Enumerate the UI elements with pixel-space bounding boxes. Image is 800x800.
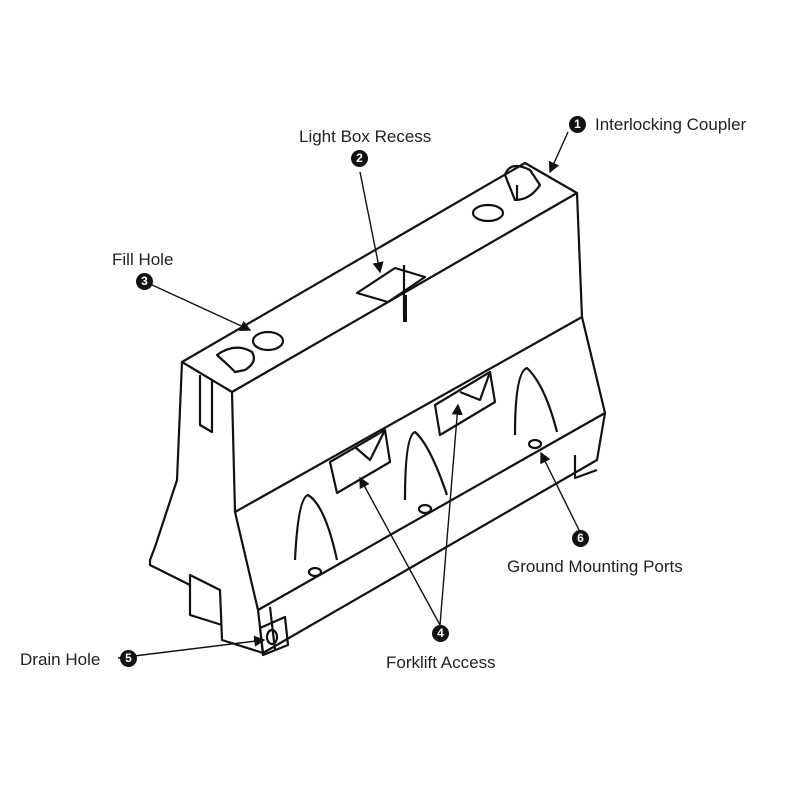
label-ground-mounting-ports: Ground Mounting Ports (507, 557, 683, 576)
coupler-left (215, 346, 255, 374)
callout-4-marker: 4 (432, 625, 449, 642)
left-side (148, 361, 264, 655)
fill-hole-left (251, 330, 285, 352)
label-forklift-access: Forklift Access (386, 653, 496, 672)
callout-1-marker: 1 (569, 116, 586, 133)
coupler-right (503, 164, 542, 202)
callout-6-marker: 6 (572, 530, 589, 547)
callout-3-marker: 3 (136, 273, 153, 290)
light-box-recess (355, 266, 427, 304)
label-fill-hole: Fill Hole (112, 250, 174, 269)
label-drain-hole: Drain Hole (20, 650, 101, 669)
forklift-pocket-left (328, 428, 392, 495)
callout-5-marker: 5 (120, 650, 137, 667)
label-light-box-recess: Light Box Recess (299, 127, 432, 146)
drain-hole (265, 628, 279, 646)
forklift-pocket-right (433, 370, 497, 437)
fill-hole-right (471, 203, 505, 223)
label-interlocking-coupler: Interlocking Coupler (595, 115, 747, 134)
front-panel (230, 192, 584, 514)
callout-2-marker: 2 (351, 150, 368, 167)
